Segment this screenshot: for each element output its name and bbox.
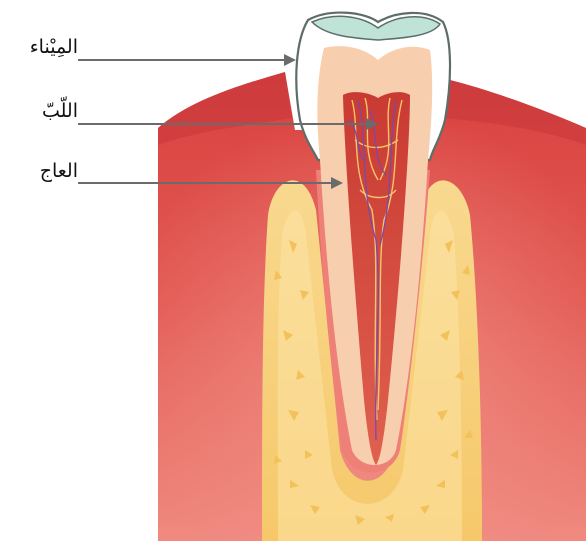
enamel-arrowhead (284, 54, 296, 66)
dentin-label: العاج (40, 162, 78, 181)
pulp-label: اللّبّ (42, 102, 78, 121)
enamel-label: المِيْناء (30, 38, 78, 57)
